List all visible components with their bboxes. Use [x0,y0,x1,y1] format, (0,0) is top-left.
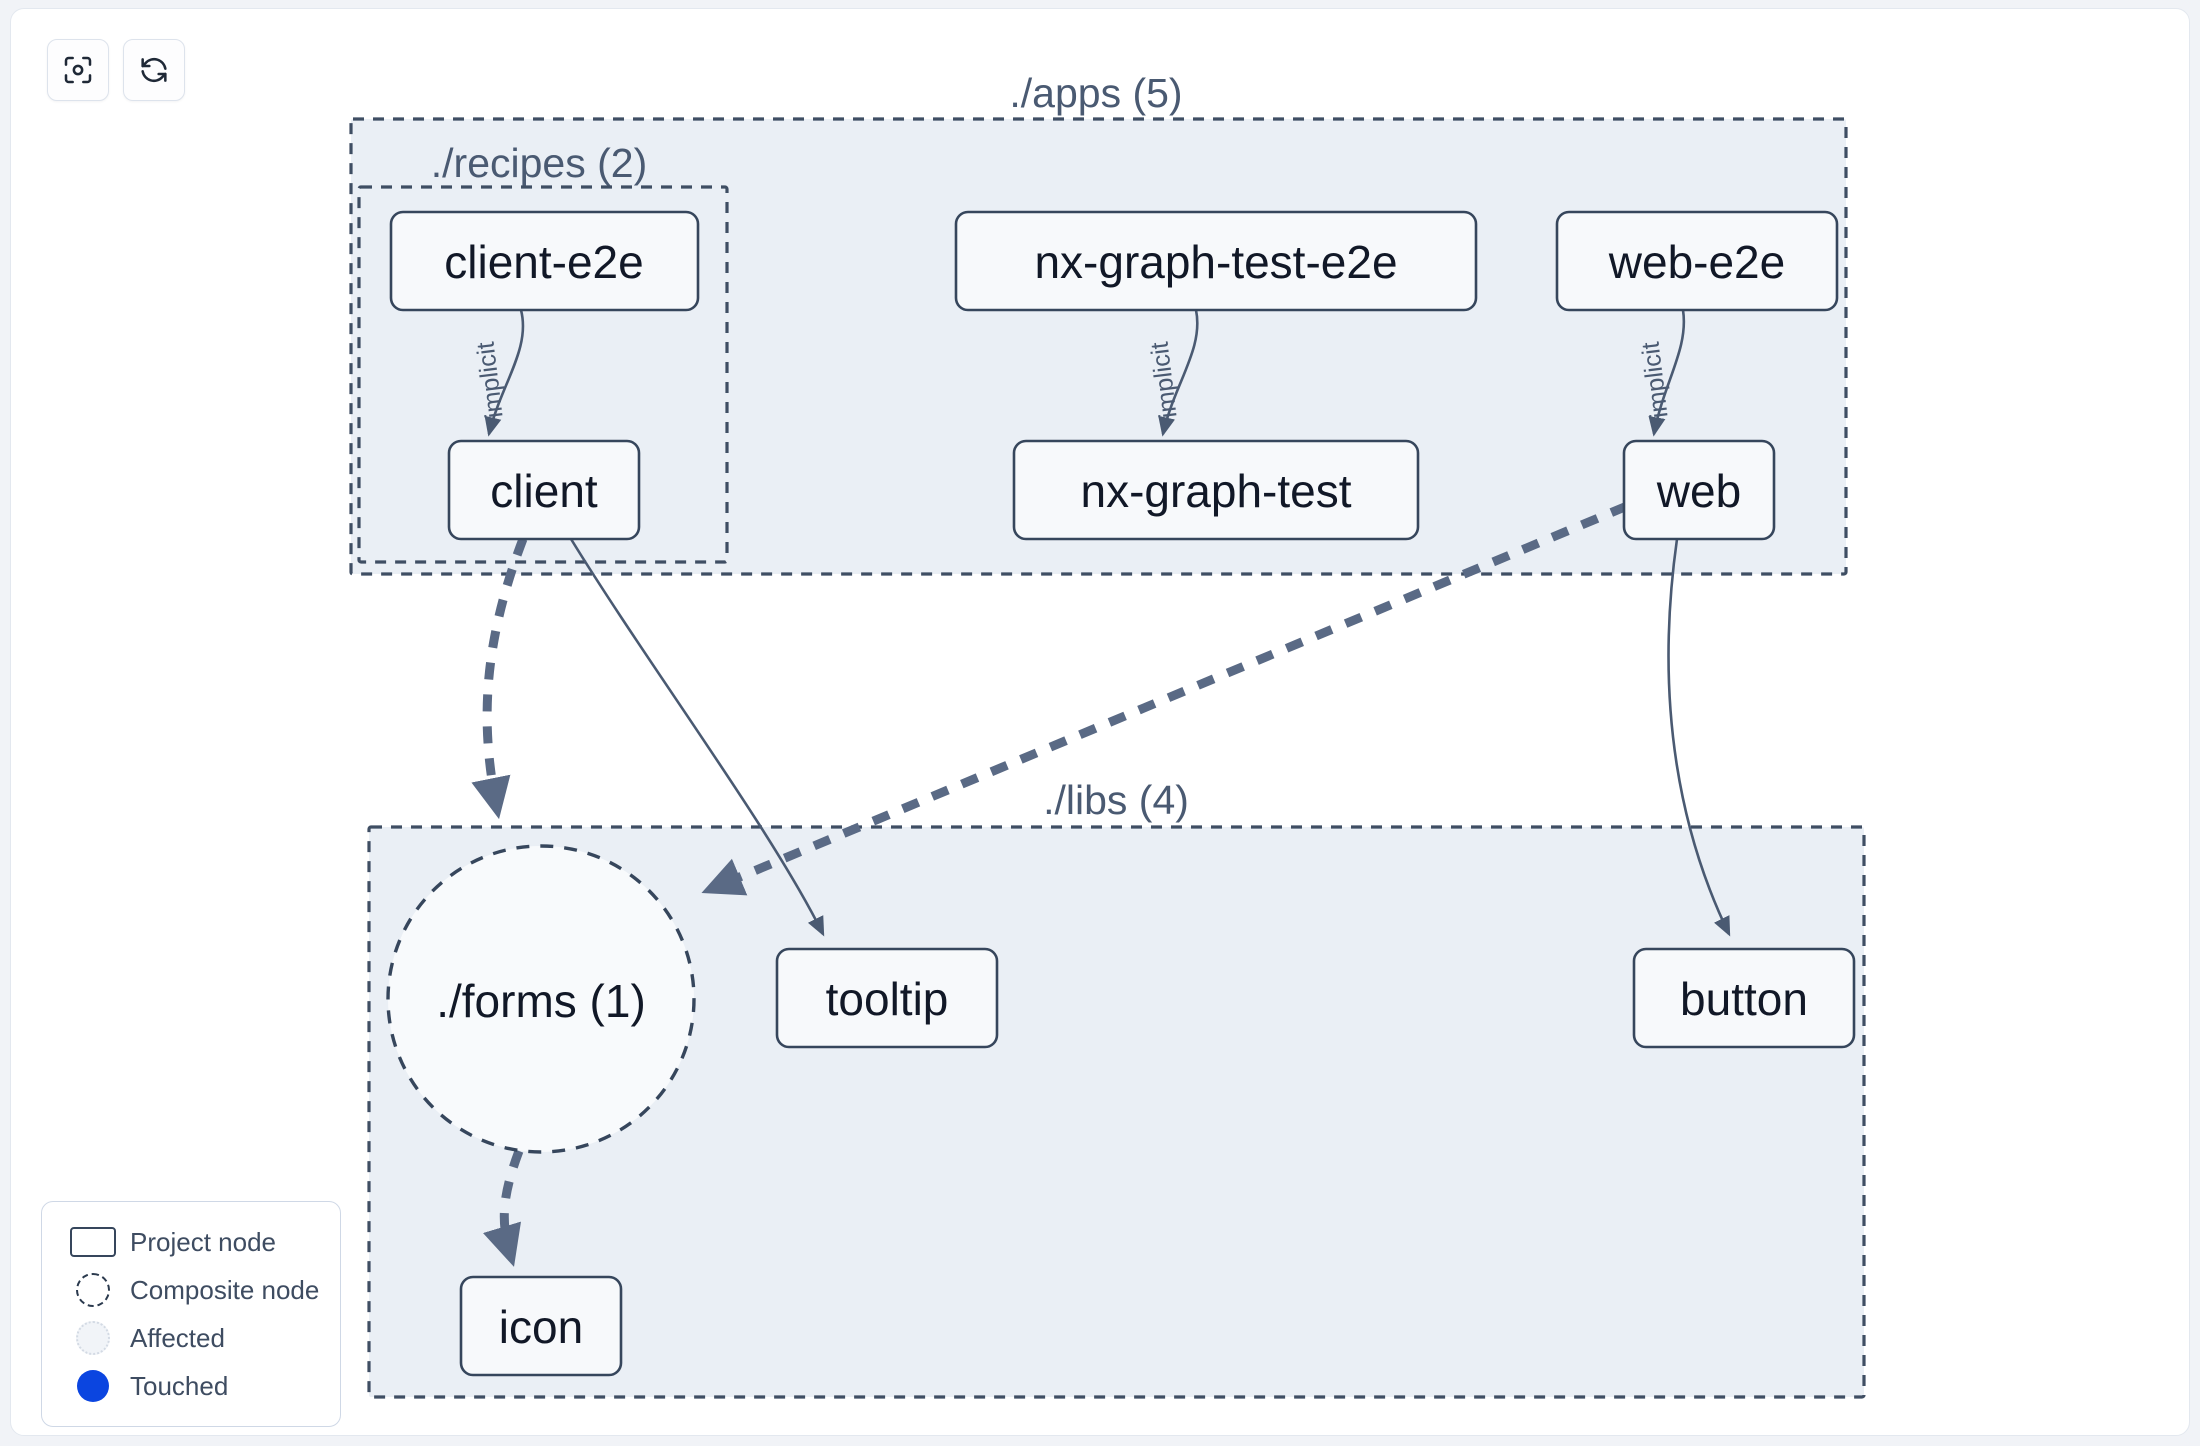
graph-toolbar [47,39,185,101]
edge-client-to-forms[interactable] [471,537,528,820]
composite-node-swatch [64,1273,122,1307]
node-button-label: button [1680,973,1808,1025]
refresh-icon [138,54,170,86]
node-nx-graph-test-e2e-label: nx-graph-test-e2e [1034,236,1397,288]
node-web-label: web [1656,465,1741,517]
node-web-e2e[interactable]: web-e2e [1555,210,1839,312]
node-forms-label: ./forms (1) [436,975,646,1027]
legend-label-affected: Affected [130,1322,225,1353]
touched-swatch [64,1370,122,1402]
node-icon[interactable]: icon [459,1275,623,1377]
node-nx-graph-test-label: nx-graph-test [1080,465,1351,517]
legend-label-composite-node: Composite node [130,1274,320,1305]
group-libs-label: ./libs (4) [1043,777,1189,823]
node-client[interactable]: client [447,439,641,541]
node-web-e2e-label: web-e2e [1608,236,1785,288]
graph-legend: Project node Composite node Affected Tou… [41,1201,341,1427]
refresh-graph-button[interactable] [123,39,185,101]
node-client-label: client [490,465,598,517]
node-client-e2e-label: client-e2e [444,236,643,288]
legend-item-affected: Affected [64,1314,322,1362]
node-forms-composite[interactable]: ./forms (1) [386,844,696,1154]
node-client-e2e[interactable]: client-e2e [389,210,700,312]
group-libs[interactable]: ./libs (4) [367,777,1866,1399]
node-tooltip[interactable]: tooltip [775,947,999,1049]
node-button[interactable]: button [1632,947,1856,1049]
focus-graph-button[interactable] [47,39,109,101]
viewfinder-icon [62,54,94,86]
node-tooltip-label: tooltip [826,973,949,1025]
node-nx-graph-test-e2e[interactable]: nx-graph-test-e2e [954,210,1478,312]
project-node-swatch [64,1227,122,1257]
edge-client-to-tooltip[interactable] [569,538,825,937]
node-icon-label: icon [499,1301,583,1353]
legend-item-touched: Touched [64,1362,322,1410]
group-apps-label: ./apps (5) [1009,70,1182,116]
node-web[interactable]: web [1622,439,1776,541]
dependency-graph-canvas[interactable]: ./apps (5) ./recipes (2) ./libs (4) impl… [11,9,2190,1436]
node-nx-graph-test[interactable]: nx-graph-test [1012,439,1420,541]
legend-label-touched: Touched [130,1370,229,1401]
legend-item-project-node: Project node [64,1218,322,1266]
edge-forms-to-icon[interactable] [482,1149,524,1267]
legend-item-composite-node: Composite node [64,1266,322,1314]
edge-web-to-button[interactable] [1667,538,1731,937]
legend-label-project-node: Project node [130,1226,276,1257]
edge-web-to-forms[interactable] [701,501,1629,896]
affected-swatch [64,1321,122,1355]
graph-panel: ./apps (5) ./recipes (2) ./libs (4) impl… [10,8,2190,1436]
group-recipes-label: ./recipes (2) [431,140,647,186]
